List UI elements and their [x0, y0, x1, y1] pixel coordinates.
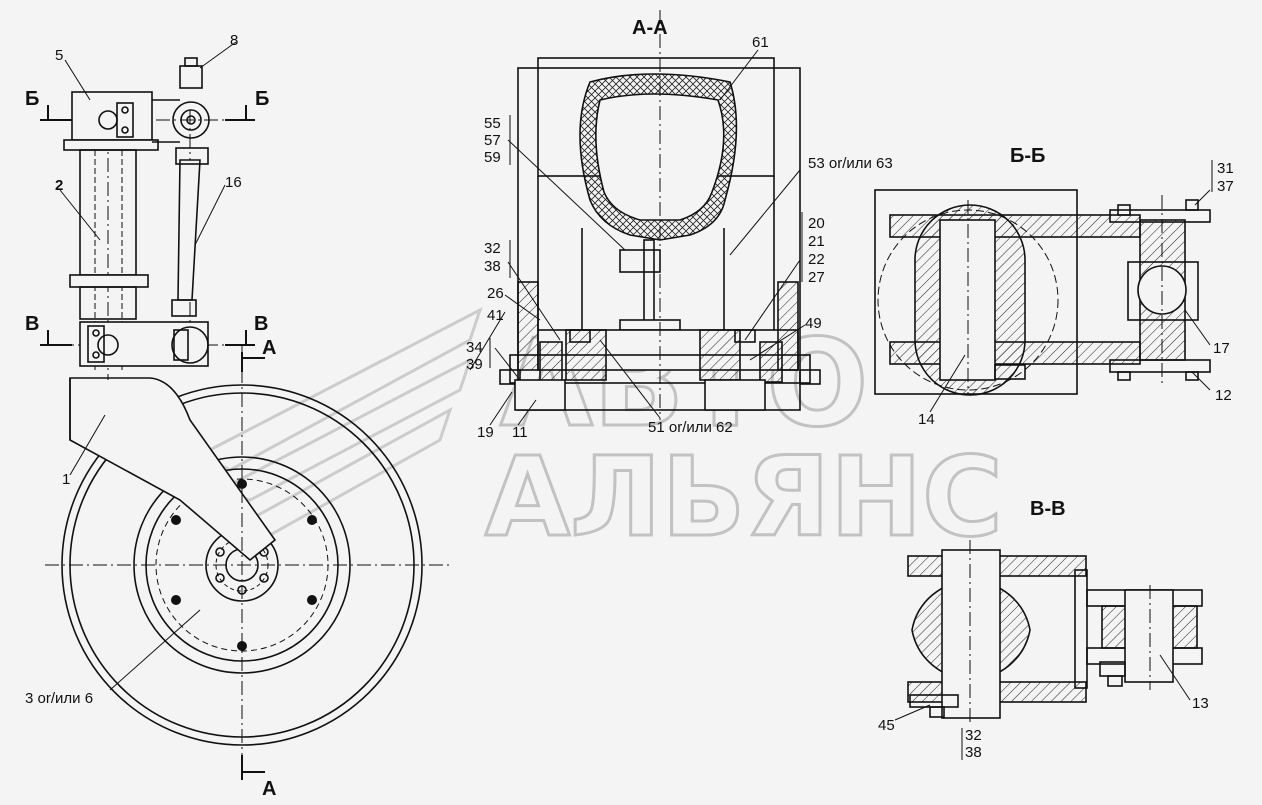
label-61: 61 [752, 34, 769, 51]
label-38-b: 38 [965, 744, 982, 761]
upper-housing [71, 91, 153, 141]
label-51-62: 51 or/или 62 [648, 419, 733, 436]
leaders-vv [894, 654, 1191, 760]
watermark-line2: АЛЬЯНС [485, 433, 1003, 561]
section-aa [469, 10, 821, 426]
cut-mark-b-right: Б [255, 88, 269, 110]
leaders-aa [469, 49, 806, 426]
label-20: 20 [808, 215, 825, 232]
part-labels: 5 8 2 16 1 3 or/или 6 61 55 57 59 53 or/… [25, 32, 1234, 761]
section-title-aa: А-А [632, 17, 668, 39]
label-3-6: 3 or/или 6 [25, 690, 93, 707]
label-49: 49 [805, 315, 822, 332]
label-39: 39 [466, 356, 483, 373]
label-57: 57 [484, 132, 501, 149]
cut-mark-a-bottom: А [262, 778, 276, 800]
label-11: 11 [512, 424, 528, 441]
label-31: 31 [1217, 160, 1234, 177]
section-title-vv: В-В [1030, 498, 1066, 520]
label-38: 38 [484, 258, 501, 275]
cut-mark-a-top: А [262, 337, 276, 359]
label-1: 1 [62, 471, 70, 488]
label-27: 27 [808, 269, 825, 286]
section-bb [874, 160, 1213, 413]
leaders-bb [929, 160, 1213, 413]
label-19: 19 [477, 424, 494, 441]
label-22: 22 [808, 251, 825, 268]
section-vv [894, 540, 1203, 760]
cut-mark-v-right: В [254, 313, 268, 335]
section-title-bb: Б-Б [1010, 145, 1045, 167]
label-45: 45 [878, 717, 895, 734]
tie-rod [177, 159, 201, 301]
label-41: 41 [487, 307, 504, 324]
fork-arm [69, 377, 277, 562]
label-brackets-aa [489, 115, 803, 368]
hub-bolts [171, 479, 317, 651]
label-13: 13 [1192, 695, 1209, 712]
label-55: 55 [484, 115, 501, 132]
label-59: 59 [484, 149, 501, 166]
label-26: 26 [487, 285, 504, 302]
cut-mark-v-left: В [25, 313, 39, 335]
side-view [40, 41, 450, 780]
section-titles: А-А Б-Б В-В [632, 17, 1066, 520]
leaders-side [59, 41, 237, 691]
label-53-63: 53 or/или 63 [808, 155, 893, 172]
label-32: 32 [484, 240, 501, 257]
label-21: 21 [808, 233, 825, 250]
label-37: 37 [1217, 178, 1234, 195]
cut-mark-b-left: Б [25, 88, 39, 110]
label-12: 12 [1215, 387, 1232, 404]
label-14: 14 [918, 411, 935, 428]
cut-lines [40, 105, 265, 780]
label-5: 5 [55, 47, 63, 64]
label-2: 2 [55, 177, 63, 194]
label-34: 34 [466, 339, 483, 356]
label-17: 17 [1213, 340, 1230, 357]
label-16: 16 [225, 174, 242, 191]
cut-mark-letters: Б Б В В А А [25, 88, 276, 800]
label-8: 8 [230, 32, 238, 49]
label-32-b: 32 [965, 727, 982, 744]
